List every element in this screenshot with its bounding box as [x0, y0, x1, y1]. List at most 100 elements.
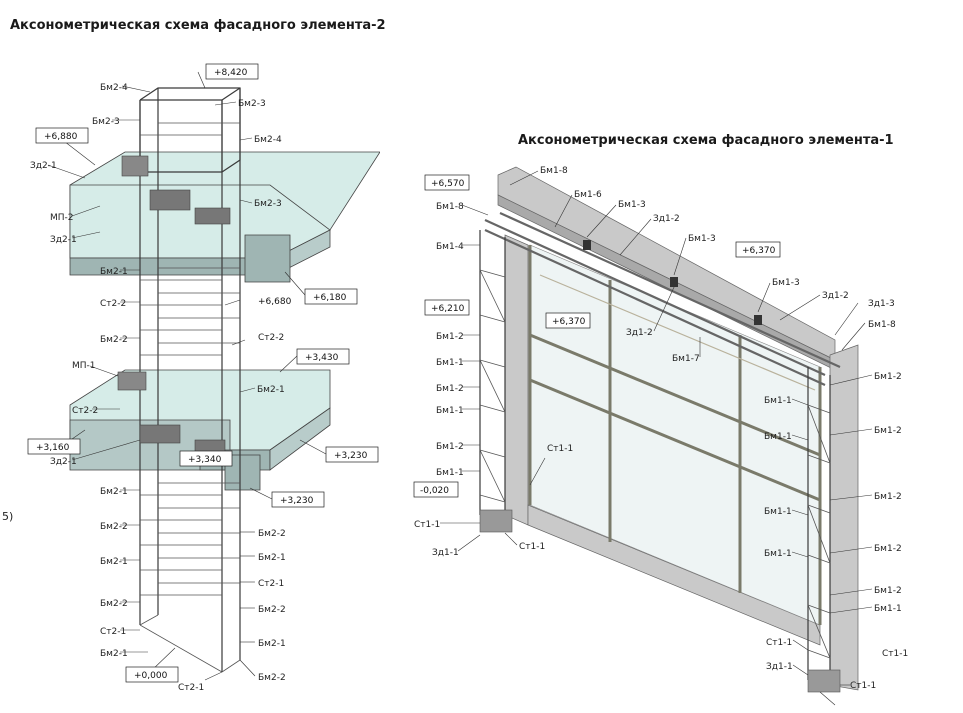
level-3340: +3,340	[188, 455, 222, 465]
level-6370b: +6,370	[552, 317, 586, 327]
left-pier	[504, 234, 529, 526]
label-bm2-1-r3: Бм2-1	[258, 639, 286, 649]
label-zd2-1-a: Зд2-1	[30, 161, 57, 171]
level-box-3230b	[271, 491, 325, 508]
label-bm2-1-b: Бм2-1	[100, 487, 128, 497]
label-st2-1-a: Ст2-1	[100, 627, 126, 637]
label-bm2-2-c: Бм2-2	[100, 599, 128, 609]
lower-slab-side	[269, 407, 331, 471]
level-3230a: +3,230	[334, 451, 368, 461]
label-bm1-2-l3: Бм1-2	[436, 442, 464, 452]
level-box-6210	[424, 299, 470, 316]
label-bm1-2-r5: Бм1-2	[874, 586, 902, 596]
label-zd2-1-c: Зд2-1	[50, 457, 77, 467]
label-bm2-1-a: Бм2-1	[100, 267, 128, 277]
label-bm1-1-l3: Бм1-1	[436, 468, 464, 478]
right-ladder-frame	[807, 367, 831, 690]
label-bm1-1-l2: Бм1-1	[436, 406, 464, 416]
level-box-3340	[179, 450, 233, 467]
level-6880: +6,880	[44, 132, 78, 142]
frame-rungs	[139, 267, 241, 673]
label-bm1-4: Бм1-4	[436, 242, 464, 252]
label-st2-1-r: Ст2-1	[258, 579, 284, 589]
label-bm1-2-l1: Бм1-2	[436, 332, 464, 342]
level-0000: +0,000	[134, 671, 168, 681]
label-bm1-3-b: Бм1-3	[688, 234, 716, 244]
facade-element-2-diagram: Аксонометрическая схема фасадного элемен…	[0, 0, 386, 713]
label-st1-1-r2: Ст1-1	[882, 649, 908, 659]
label-bm2-2-b: Бм2-2	[100, 522, 128, 532]
leader-lines-right	[440, 170, 873, 706]
label-bm1-7: Бм1-7	[672, 354, 700, 364]
label-bm2-4-r: Бм2-4	[254, 135, 282, 145]
top-brackets	[583, 240, 762, 325]
label-zd1-1-l: Зд1-1	[432, 548, 459, 558]
label-bm1-2-l2: Бм1-2	[436, 384, 464, 394]
label-bm2-2-r3: Бм2-2	[258, 673, 286, 683]
label-bm1-1-l1: Бм1-1	[436, 358, 464, 368]
level-0020: -0,020	[420, 486, 449, 496]
label-bm1-1-r2: Бм1-1	[764, 432, 792, 442]
label-bm2-4-top: Бм2-4	[100, 83, 128, 93]
facade-element-2-drawing: Бм2-4 Бм2-3 Бм2-3 Бм2-4 Зд2-1 МП-2 Бм2-3…	[2, 63, 380, 693]
label-mp1: МП-1	[72, 361, 96, 371]
label-mp2: МП-2	[50, 213, 74, 223]
label-bm2-1-c: Бм2-1	[100, 557, 128, 567]
label-bm1-3-a: Бм1-3	[618, 200, 646, 210]
label-st1-1-r: Ст1-1	[766, 638, 792, 648]
level-box-3430	[296, 348, 350, 365]
left-base-plate	[479, 509, 513, 533]
label-bm2-2-r2: Бм2-2	[258, 605, 286, 615]
level-box-6370b	[545, 312, 591, 329]
level-6570: +6,570	[431, 179, 465, 189]
level-6180: +6,180	[313, 293, 347, 303]
label-bm1-8-r: Бм1-8	[868, 320, 896, 330]
label-st1-1-l2: Ст1-1	[519, 542, 545, 552]
lower-slab-brackets	[117, 371, 226, 455]
label-bm2-2-r1: Бм2-2	[258, 529, 286, 539]
label-zd2-1-b: Зд2-1	[50, 235, 77, 245]
label-st1-1-l: Ст1-1	[414, 520, 440, 530]
label-bm1-8-l: Бм1-8	[436, 202, 464, 212]
window-mullions	[528, 245, 822, 625]
level-8420: +8,420	[214, 68, 248, 78]
level-box-8420	[205, 63, 259, 80]
label-zd1-1-r: Зд1-1	[766, 662, 793, 672]
lower-slab-downstand	[224, 454, 261, 491]
level-box-6180	[304, 288, 358, 305]
top-wall-band	[497, 166, 836, 361]
level-3430: +3,430	[305, 353, 339, 363]
label-bm1-2-r4: Бм1-2	[874, 544, 902, 554]
label-zd1-2-a: Зд1-2	[653, 214, 680, 224]
label-bm1-2-r2: Бм1-2	[874, 426, 902, 436]
level-box-0020	[413, 481, 459, 498]
right-pier	[829, 344, 859, 691]
label-bm2-3-a: Бм2-3	[92, 117, 120, 127]
label-bm1-8-top: Бм1-8	[540, 166, 568, 176]
label-st2-1-b: Ст2-1	[178, 683, 204, 693]
facade-element-1-diagram: Аксонометрическая схема фасадного элемен…	[380, 105, 963, 713]
label-bm2-2-a: Бм2-2	[100, 335, 128, 345]
label-bm2-3-c: Бм2-3	[254, 199, 282, 209]
right-base-plate	[807, 669, 841, 693]
upper-slab-downstand	[244, 234, 291, 283]
diagram-title-element-2: Аксонометрическая схема фасадного элемен…	[10, 18, 386, 33]
label-bm1-6: Бм1-6	[574, 190, 602, 200]
label-bm1-1-r1: Бм1-1	[764, 396, 792, 406]
left-ladder-frame	[479, 230, 506, 523]
level-box-3160	[27, 438, 81, 455]
label-st2-2-r: Ст2-2	[258, 333, 284, 343]
label-bm1-1-r5: Бм1-1	[874, 604, 902, 614]
label-bm1-3-c: Бм1-3	[772, 278, 800, 288]
top-beams	[484, 211, 841, 387]
level-6370a: +6,370	[742, 246, 776, 256]
label-st1-1-mid: Ст1-1	[547, 444, 573, 454]
label-zd1-2-b: Зд1-2	[822, 291, 849, 301]
leader-lines	[47, 71, 327, 681]
level-6210: +6,210	[431, 304, 465, 314]
label-bm2-1-r: Бм2-1	[257, 385, 285, 395]
label-bm2-1-r2: Бм2-1	[258, 553, 286, 563]
frame-top-right-link	[221, 87, 241, 101]
level-3160: +3,160	[36, 443, 70, 453]
label-bm1-1-r3: Бм1-1	[764, 507, 792, 517]
